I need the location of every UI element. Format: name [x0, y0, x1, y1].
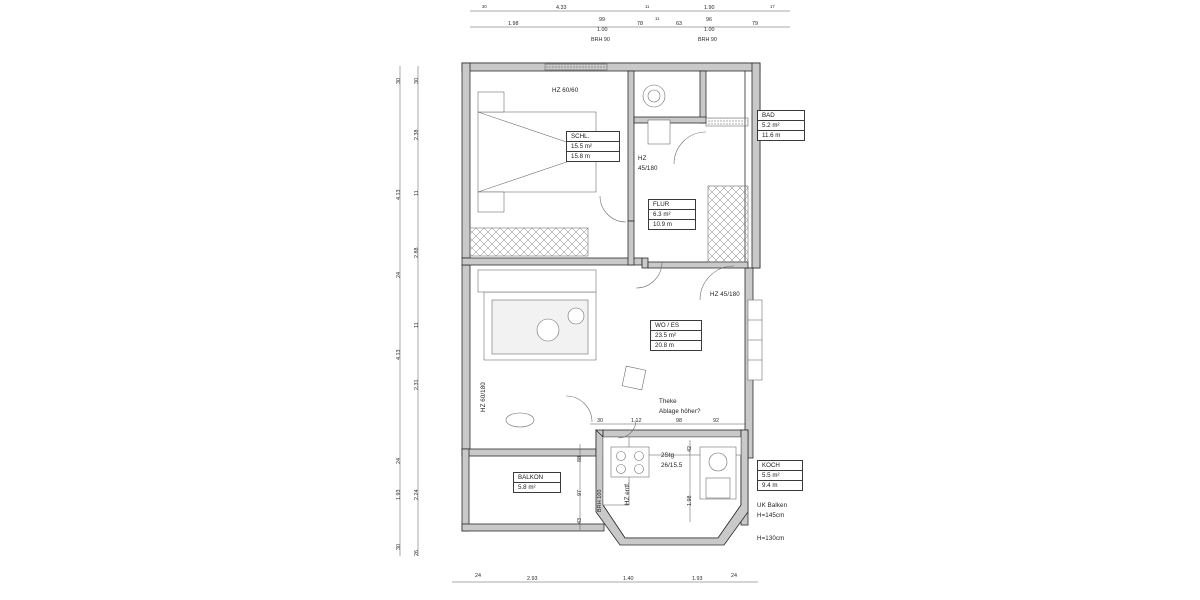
room-name: FLUR	[649, 200, 695, 210]
annotation-hz-bad: HZ	[638, 155, 647, 162]
dim-left-outer-6: 30	[396, 544, 402, 550]
dim-left-inner-1: 2.38	[414, 129, 420, 141]
dim-left-outer-2: 24	[396, 272, 402, 278]
dim-left-outer-0: 30	[396, 78, 402, 84]
annotation-uk-balken: UK Balken	[757, 502, 788, 509]
room-area: 5.5 m²	[758, 471, 802, 481]
room-perimeter: 10.9 m	[653, 221, 672, 228]
dim-counter-3: 92	[713, 418, 719, 424]
dim-bottom-4: 24	[731, 573, 737, 579]
room-label-balkon: BALKON 5.8 m²	[513, 472, 561, 493]
annotation-ablage-hoeher: Ablage höher?	[659, 408, 701, 415]
room-perimeter: 15.8 m	[571, 153, 590, 160]
dim-top-inner-0: 1.98	[508, 21, 519, 27]
dim-counter-1: 1.12	[631, 418, 642, 424]
dim-top-outer-2: 11	[645, 4, 650, 9]
room-label-koch: KOCH 5.5 m² 9.4 m	[757, 460, 803, 491]
room-area: 6.3 m²	[649, 210, 695, 220]
room-name: BAD	[758, 111, 804, 121]
annotation-stufen: 2Stg	[661, 452, 675, 459]
room-name: KOCH	[758, 461, 802, 471]
dim-top-inner-2: 78	[637, 21, 643, 27]
annotation-brh-balkon: BRH 100	[597, 489, 603, 512]
dim-left-inner-4: 11	[414, 322, 420, 328]
dim-left-outer-4: 24	[396, 458, 402, 464]
furniture-group	[469, 63, 763, 506]
dim-left-outer-3: 4.13	[396, 349, 402, 361]
dim-counter-2: 98	[676, 418, 682, 424]
dim-top-outer-3: 1.90	[704, 5, 715, 11]
dim-bottom-2: 1.40	[623, 576, 634, 582]
dim-balcony-2: 43	[577, 518, 583, 524]
dim-balcony-1: 97	[577, 490, 583, 496]
dim-top-inner-1-brh: BRH 90	[591, 37, 610, 43]
room-label-schl: SCHL. 15.5 m² 15.8 m	[566, 131, 620, 162]
room-area: 5.2 m²	[758, 121, 804, 131]
dim-left-inner-6: 2.24	[414, 489, 420, 501]
room-area: 23.5 m²	[651, 331, 701, 341]
dim-bottom-1: 2.93	[527, 576, 538, 582]
dimension-lines	[399, 10, 790, 583]
dim-bottom-3: 1.93	[692, 576, 703, 582]
dim-left-outer-1: 4.13	[396, 189, 402, 201]
dim-top-outer-4: 17	[770, 4, 775, 9]
dim-left-outer-5: 1.93	[396, 489, 402, 501]
annotation-hz-bad-size: 45/180	[638, 165, 658, 172]
room-label-bad: BAD 5.2 m² 11.6 m	[757, 110, 805, 141]
room-name: BALKON	[514, 473, 560, 483]
dim-top-outer-1: 4.33	[556, 5, 567, 11]
dim-top-inner-1-sub: 1.00	[597, 27, 608, 33]
annotation-hz-flur: HZ 45/180	[710, 291, 740, 298]
dim-bottom-0: 24	[475, 573, 481, 579]
room-name: SCHL.	[567, 132, 619, 142]
dim-counter-0: 30	[597, 418, 603, 424]
annotation-h130: H=130cm	[757, 535, 785, 542]
room-area: 5.8 m²	[518, 484, 536, 491]
annotation-theke: Theke	[659, 398, 677, 405]
room-perimeter: 9.4 m	[762, 482, 778, 489]
dim-left-inner-5: 2.31	[414, 379, 420, 391]
room-label-flur: FLUR 6.3 m² 10.9 m	[648, 199, 696, 230]
annotation-hz-entfernt: HZ entf.	[624, 482, 631, 505]
door-swings	[565, 131, 735, 439]
dim-top-inner-1: 99	[599, 17, 605, 23]
dim-left-inner-2: 11	[414, 190, 420, 196]
dim-left-inner-0: 30	[414, 78, 420, 84]
room-area: 15.5 m²	[567, 142, 619, 152]
room-name: WO / ES	[651, 321, 701, 331]
dim-top-outer-0: 30	[482, 4, 487, 9]
dim-kitchen-0: 42	[687, 446, 693, 452]
dim-balcony-0: 88	[577, 456, 583, 462]
dim-top-inner-3: 11	[655, 16, 660, 21]
dim-top-inner-5: 96	[706, 17, 712, 23]
annotation-hz-left-wall: HZ 60/180	[480, 382, 487, 412]
dim-left-inner-3: 2.88	[414, 247, 420, 259]
dim-top-inner-4: 63	[676, 21, 682, 27]
room-perimeter: 20.8 m	[655, 342, 674, 349]
room-label-wohnen: WO / ES 23.5 m² 20.8 m	[650, 320, 702, 351]
dim-top-inner-5-brh: BRH 90	[698, 37, 717, 43]
annotation-hz-top: HZ 60/60	[552, 87, 579, 94]
walls-group	[461, 62, 761, 546]
annotation-uk-balken-hoehe: H=145cm	[757, 512, 785, 519]
room-perimeter: 11.6 m	[762, 132, 781, 139]
dim-top-inner-6: 79	[752, 21, 758, 27]
dim-left-inner-7: 26	[414, 550, 420, 556]
dim-top-inner-5-sub: 1.00	[704, 27, 715, 33]
dim-kitchen-1: 1.98	[687, 495, 693, 507]
annotation-stufen-mass: 26/15.5	[661, 462, 683, 469]
